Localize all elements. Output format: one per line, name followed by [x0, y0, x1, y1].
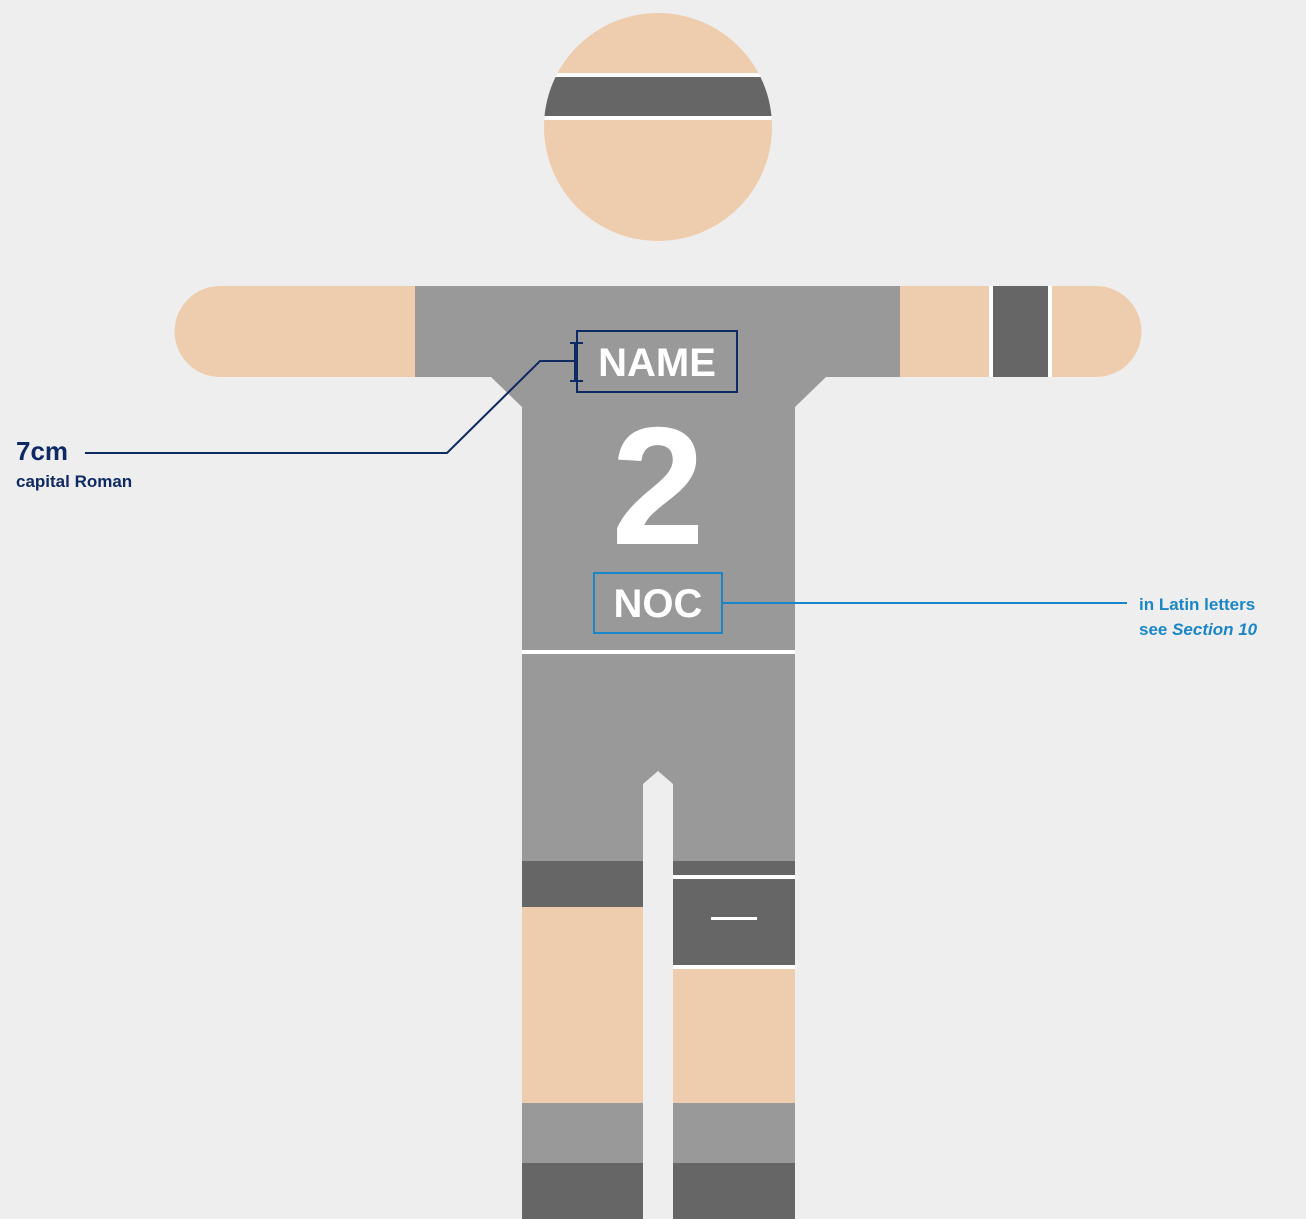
- noc-note-line2: see Section 10: [1139, 620, 1257, 640]
- right-leg: [673, 861, 795, 1219]
- left-leg: [522, 861, 643, 1219]
- headband: [530, 77, 790, 116]
- name-height-label: 7cm: [16, 436, 68, 467]
- shorts: [522, 654, 795, 862]
- noc-note-prefix: see: [1139, 620, 1172, 639]
- jersey-number: 2: [611, 392, 704, 580]
- jersey-name: NAME: [598, 341, 716, 385]
- leg-band: [673, 879, 795, 965]
- noc-note-line1: in Latin letters: [1139, 595, 1255, 615]
- name-style-label: capital Roman: [16, 472, 132, 492]
- section-reference: Section 10: [1172, 620, 1257, 639]
- head: [530, 13, 790, 241]
- jersey-noc: NOC: [614, 582, 703, 626]
- left-arm: [175, 286, 418, 377]
- leg-band-mark: [711, 917, 757, 920]
